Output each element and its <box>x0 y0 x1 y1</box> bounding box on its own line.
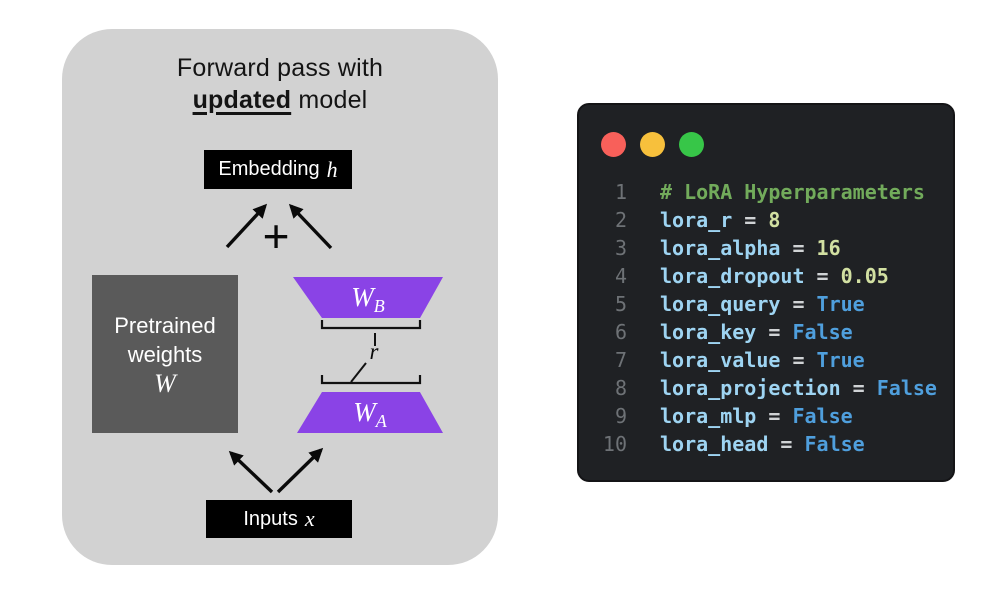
diagram-title: Forward pass with updated model <box>62 52 498 116</box>
title-rest: model <box>291 86 368 114</box>
code-text: lora_mlp = False <box>660 404 853 428</box>
code-line: 5 lora_query = True <box>579 290 953 318</box>
code-editor-content: 1 # LoRA Hyperparameters 2 lora_r = 8 3 lora_… <box>579 178 953 458</box>
rank-r-label: r <box>369 339 379 364</box>
title-line1: Forward pass with <box>176 54 384 82</box>
code-text: lora_r = 8 <box>660 208 781 232</box>
code-line: 4 lora_dropout = 0.05 <box>579 262 953 290</box>
embedding-math-h: h <box>326 156 338 182</box>
pretrained-math-w: W <box>154 368 176 398</box>
code-text: lora_value = True <box>660 348 865 372</box>
title-updated-word: updated <box>192 86 292 114</box>
inputs-math-x: x <box>304 506 315 531</box>
close-button[interactable] <box>601 132 626 157</box>
line-number: 4 <box>614 264 627 288</box>
code-line: 2 lora_r = 8 <box>579 206 953 234</box>
embedding-box: Embedding h <box>204 150 352 189</box>
minimize-button[interactable] <box>640 132 665 157</box>
embedding-label: Embedding <box>218 158 320 180</box>
wb-label: WB <box>351 282 385 316</box>
inputs-label: Inputs <box>243 507 298 530</box>
code-line: 10 lora_head = False <box>579 430 953 458</box>
lora-matrix-a-trapezoid: WA <box>297 392 443 433</box>
line-number: 9 <box>614 404 627 428</box>
code-text: lora_alpha = 16 <box>660 236 841 260</box>
line-number: 6 <box>614 320 627 344</box>
code-line: 3 lora_alpha = 16 <box>579 234 953 262</box>
zoom-button[interactable] <box>679 132 704 157</box>
code-text: # LoRA Hyperparameters <box>660 180 925 204</box>
traffic-lights <box>601 132 704 157</box>
code-line: 6 lora_key = False <box>579 318 953 346</box>
code-line: 8 lora_projection = False <box>579 374 953 402</box>
pretrained-line2: weights <box>127 341 203 367</box>
line-number: 10 <box>602 432 627 456</box>
line-number: 3 <box>614 236 627 260</box>
code-text: lora_query = True <box>660 292 865 316</box>
line-number: 5 <box>614 292 627 316</box>
code-text: lora_dropout = 0.05 <box>660 264 889 288</box>
code-line: 1 # LoRA Hyperparameters <box>579 178 953 206</box>
pretrained-weights-box: Pretrained weights W <box>92 275 238 433</box>
code-text: lora_projection = False <box>660 376 937 400</box>
code-text: lora_head = False <box>660 432 865 456</box>
plus-operator: + <box>262 210 290 262</box>
code-line: 7 lora_value = True <box>579 346 953 374</box>
code-line: 9 lora_mlp = False <box>579 402 953 430</box>
line-number: 8 <box>614 376 627 400</box>
line-number: 2 <box>614 208 627 232</box>
code-window: 1 # LoRA Hyperparameters 2 lora_r = 8 3 lora_… <box>577 103 955 482</box>
wa-label: WA <box>353 397 387 431</box>
pretrained-line1: Pretrained <box>114 312 216 338</box>
line-number: 1 <box>614 180 627 204</box>
line-number: 7 <box>614 348 627 372</box>
code-text: lora_key = False <box>660 320 853 344</box>
lora-matrix-b-trapezoid: WB <box>293 277 443 318</box>
